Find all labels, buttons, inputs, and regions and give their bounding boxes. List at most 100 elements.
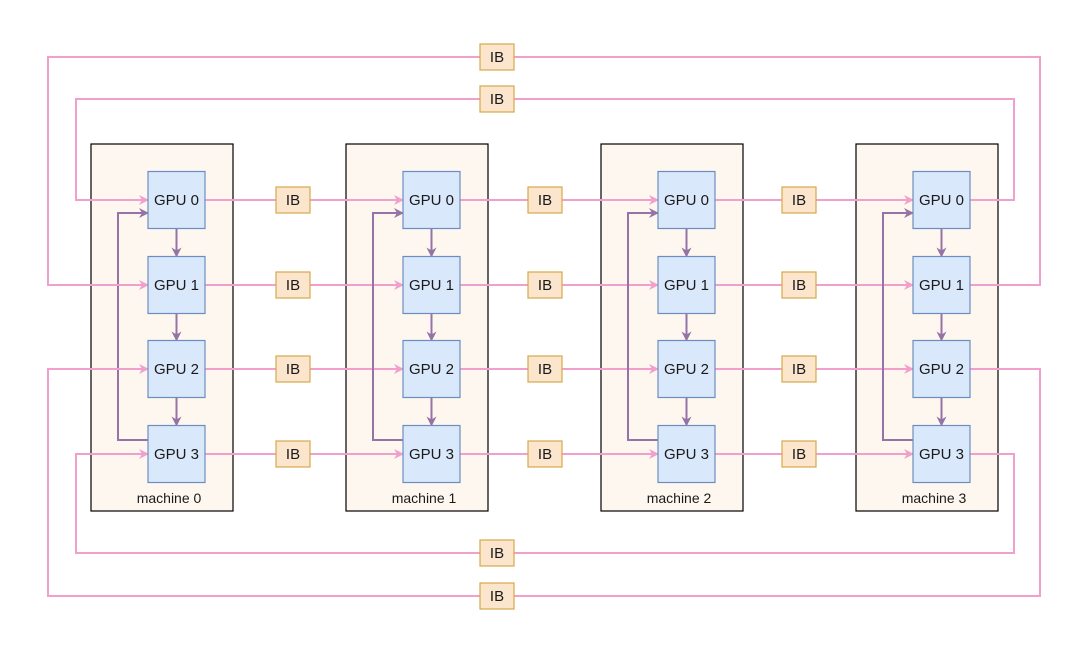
ib-row2-seg2-label: IB [792, 361, 806, 378]
ib-row3-seg2: IB [781, 440, 817, 468]
machine-2-gpu-2: GPU 2 [657, 339, 716, 399]
machine-0-gpu-2-box [147, 339, 206, 399]
machine-1-gpu-1: GPU 1 [402, 255, 461, 315]
nodes-layer: IB IB IB IB IB IB IB IB IB IB IB IB IB IB IB IB GPU 0 GPU… [147, 43, 971, 610]
machine-0-gpu-0-label: GPU 0 [154, 192, 199, 209]
machine-1-gpu-2-box [402, 339, 461, 399]
nvlink-m1-gpu3-to-gpu0 [372, 208, 404, 441]
machine-1-gpu-0: GPU 0 [402, 170, 461, 230]
ib-row2-seg1: IB [527, 355, 563, 383]
ib-row1-seg1-box [527, 271, 563, 299]
ib-row2-seg2: IB [781, 355, 817, 383]
ib-wrap-top-outer-box [479, 43, 515, 71]
machine-3-label: machine 3 [902, 490, 967, 506]
machine-2-gpu-1-box [657, 255, 716, 315]
ib-row3-seg0-label: IB [286, 446, 300, 463]
ib-wrap-bottom-outer: IB [479, 582, 515, 610]
ib-wrap-top-inner-label: IB [490, 91, 504, 108]
ib-row3-seg0: IB [275, 440, 311, 468]
machine-3-gpu-3-label: GPU 3 [919, 446, 964, 463]
ib-row0-seg1-label: IB [538, 192, 552, 209]
machine-2-gpu-1-label: GPU 1 [664, 277, 709, 294]
ib-row2-seg0: IB [275, 355, 311, 383]
ib-row1-seg2-label: IB [792, 277, 806, 294]
machine-3-gpu-0: GPU 0 [912, 170, 971, 230]
machine-0-gpu-1-box [147, 255, 206, 315]
machine-3-gpu-3-box [912, 424, 971, 484]
ib-wrap-row0 [75, 98, 1015, 205]
machine-0-gpu-3: GPU 3 [147, 424, 206, 484]
ib-wrap-row2 [47, 364, 1041, 597]
ib-row1-seg0: IB [275, 271, 311, 299]
ib-row1-seg1: IB [527, 271, 563, 299]
ib-wrap-bottom-inner-label: IB [490, 545, 504, 562]
machine-0-gpu-0: GPU 0 [147, 170, 206, 230]
ib-row1-seg2: IB [781, 271, 817, 299]
ib-wrap-bottom-inner: IB [479, 539, 515, 567]
machine-1-label: machine 1 [392, 490, 457, 506]
machine-0-gpu-0-box [147, 170, 206, 230]
ib-row0-seg2-label: IB [792, 192, 806, 209]
machine-0-gpu-2-label: GPU 2 [154, 361, 199, 378]
ib-row0-seg2: IB [781, 186, 817, 214]
ib-row3-seg0-box [275, 440, 311, 468]
machine-0-gpu-3-box [147, 424, 206, 484]
machine-1-gpu-2: GPU 2 [402, 339, 461, 399]
ib-row3-seg1-label: IB [538, 446, 552, 463]
machine-3-gpu-0-box [912, 170, 971, 230]
machine-3-gpu-1-box [912, 255, 971, 315]
ib-wrap-row1 [47, 56, 1041, 290]
ib-row2-seg0-box [275, 355, 311, 383]
ib-wrap-top-inner: IB [479, 85, 515, 113]
ib-row1-seg0-label: IB [286, 277, 300, 294]
machine-3-gpu-1-label: GPU 1 [919, 277, 964, 294]
machine-2-gpu-3: GPU 3 [657, 424, 716, 484]
ib-row0-seg1: IB [527, 186, 563, 214]
ib-row3-seg1-box [527, 440, 563, 468]
ib-wrap-bottom-inner-box [479, 539, 515, 567]
ib-row1-seg0-box [275, 271, 311, 299]
machine-1-gpu-1-label: GPU 1 [409, 277, 454, 294]
ib-row0-seg0: IB [275, 186, 311, 214]
machine-1-gpu-0-label: GPU 0 [409, 192, 454, 209]
machine-3-gpu-2-box [912, 339, 971, 399]
ib-row3-seg1: IB [527, 440, 563, 468]
ib-row3-seg2-box [781, 440, 817, 468]
machine-3-gpu-0-label: GPU 0 [919, 192, 964, 209]
nvlink-m2-gpu3-to-gpu0 [627, 208, 659, 441]
machine-1-gpu-3-label: GPU 3 [409, 446, 454, 463]
ib-row2-seg0-label: IB [286, 361, 300, 378]
machine-0-gpu-1: GPU 1 [147, 255, 206, 315]
machine-1-gpu-1-box [402, 255, 461, 315]
machine-1-gpu-3: GPU 3 [402, 424, 461, 484]
ib-row2-seg1-label: IB [538, 361, 552, 378]
ib-wrap-top-inner-box [479, 85, 515, 113]
machine-0-gpu-2: GPU 2 [147, 339, 206, 399]
machine-2-label: machine 2 [647, 490, 712, 506]
ib-row1-seg1-label: IB [538, 277, 552, 294]
ib-row2-seg1-box [527, 355, 563, 383]
machine-0-gpu-1-label: GPU 1 [154, 277, 199, 294]
ib-row3-seg2-label: IB [792, 446, 806, 463]
ib-wrap-bottom-outer-label: IB [490, 588, 504, 605]
ib-row2-seg2-box [781, 355, 817, 383]
machine-0-gpu-3-label: GPU 3 [154, 446, 199, 463]
ib-wrap-top-outer: IB [479, 43, 515, 71]
nvlink-m3-gpu3-to-gpu0 [882, 208, 914, 441]
machine-1-gpu-3-box [402, 424, 461, 484]
ib-row0-seg0-box [275, 186, 311, 214]
ib-row0-seg0-label: IB [286, 192, 300, 209]
machine-2-gpu-2-label: GPU 2 [664, 361, 709, 378]
machine-2-gpu-2-box [657, 339, 716, 399]
machine-3-gpu-1: GPU 1 [912, 255, 971, 315]
ib-wrap-bottom-outer-box [479, 582, 515, 610]
machine-2-gpu-3-label: GPU 3 [664, 446, 709, 463]
ib-row1-seg2-box [781, 271, 817, 299]
nvlink-m0-gpu3-to-gpu0 [117, 208, 149, 441]
machine-3-gpu-2-label: GPU 2 [919, 361, 964, 378]
machine-1-gpu-2-label: GPU 2 [409, 361, 454, 378]
machine-1-gpu-0-box [402, 170, 461, 230]
machine-0-label: machine 0 [137, 490, 202, 506]
machine-2-gpu-3-box [657, 424, 716, 484]
